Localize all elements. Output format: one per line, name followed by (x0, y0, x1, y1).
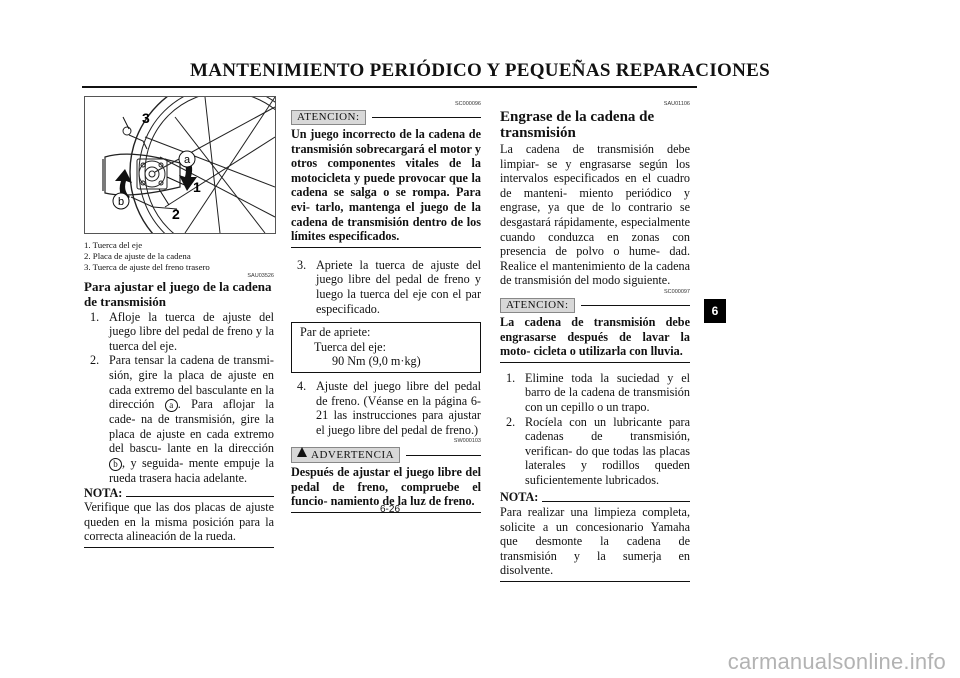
torque-label: Par de apriete: (300, 325, 371, 340)
advertencia-label: ADVERTENCIA (311, 449, 395, 462)
atencion-end-rule (500, 361, 690, 363)
callout-b: b (118, 196, 124, 208)
list-item: 2.Para tensar la cadena de transmi- sión… (90, 353, 274, 485)
list-item: 2.Rocíela con un lubricante para cadenas… (506, 414, 690, 487)
section-code: SC000096 (455, 101, 481, 107)
torque-value: 90 Nm (9,0 m·kg) (332, 354, 421, 369)
callout-a: a (184, 154, 191, 166)
figure-caption-1: 1. Tuerca del eje (84, 240, 143, 250)
lube-steps: 1.Elimine toda la suciedad y el barro de… (500, 371, 690, 488)
nota-heading: NOTA: (500, 490, 690, 505)
advertencia-heading: ADVERTENCIA (291, 447, 481, 464)
section-code: SC000097 (664, 288, 690, 295)
column-middle: SC000096 ATENCION: Un juego incorrecto d… (291, 100, 481, 514)
torque-item: Tuerca del eje: (314, 339, 386, 354)
column-right: SAU01106 Engrase de la cadena de transmi… (500, 100, 690, 583)
column-left: a b 1 2 3 1. Tuerca del eje 2. Placa de … (84, 96, 276, 548)
section-heading: Engrase de la cadena de transmisión (500, 109, 655, 141)
section-tab: 6 (704, 299, 726, 323)
list-item: 1.Elimine toda la suciedad y el barro de… (506, 370, 690, 414)
figure-caption-2: 2. Placa de ajuste de la cadena (84, 250, 191, 261)
brake-steps: 4.Ajuste del juego libre del pedal de fr… (291, 379, 481, 437)
nota-text: Verifique que las dos placas de ajuste q… (84, 500, 274, 544)
section-code: SAU03526 (247, 273, 274, 280)
nota-end-rule (84, 546, 274, 548)
section-code: SAU01106 (663, 101, 690, 107)
callout-3: 3 (142, 110, 150, 126)
direction-b-mark: b (109, 457, 122, 471)
adjust-steps: 1.Afloje la tuerca de ajuste del juego l… (84, 310, 274, 486)
callout-2: 2 (172, 206, 180, 222)
watermark: carmanualsonline.info (727, 649, 946, 674)
nota-end-rule (500, 581, 690, 583)
atencion-heading: ATENCION: (500, 297, 690, 313)
tighten-steps: 3.Apriete la tuerca de ajuste del juego … (291, 258, 481, 316)
chain-adjuster-figure: a b 1 2 3 (84, 96, 276, 234)
atencion-end-rule (291, 246, 481, 248)
section-code: SW000103 (453, 438, 481, 445)
nota-heading: NOTA: (84, 486, 274, 501)
callout-1: 1 (193, 179, 201, 195)
intro-text: La cadena de transmisión debe limpiar- s… (500, 142, 690, 288)
advertencia-end-rule (291, 512, 481, 514)
atencion-text: La cadena de transmisión debe engrasarse… (500, 314, 690, 359)
list-item: 1.Afloje la tuerca de ajuste del juego l… (90, 309, 274, 353)
atencion-heading: ATENCION: (291, 110, 481, 125)
list-item: 4.Ajuste del juego libre del pedal de fr… (297, 378, 481, 437)
advertencia-text: Después de ajustar el juego libre del pe… (291, 465, 481, 509)
subheading: Para ajustar el juego de la cadena de tr… (84, 279, 272, 309)
atencion-text: Un juego incorrecto de la cadena de tran… (291, 127, 481, 244)
page-number: 6-26 (379, 504, 400, 515)
page-title: MANTENIMIENTO PERIÓDICO Y PEQUEÑAS REPAR… (190, 60, 770, 81)
header-rule (82, 86, 697, 88)
atencion-label: ATENCION: (500, 297, 575, 313)
direction-a-mark: a (164, 399, 178, 413)
wheel-illustration: a b 1 2 3 (102, 97, 275, 233)
list-item: 3.Apriete la tuerca de ajuste del juego … (297, 257, 481, 316)
nota-text: Para realizar una limpieza completa, sol… (500, 505, 690, 578)
warning-triangle-icon (297, 447, 307, 458)
atencion-label: ATENCION: (291, 110, 366, 125)
torque-spec-box: Par de apriete: Tuerca del eje: 90 Nm (9… (291, 322, 481, 373)
figure-caption-3: 3. Tuerca de ajuste del freno trasero (84, 261, 210, 272)
